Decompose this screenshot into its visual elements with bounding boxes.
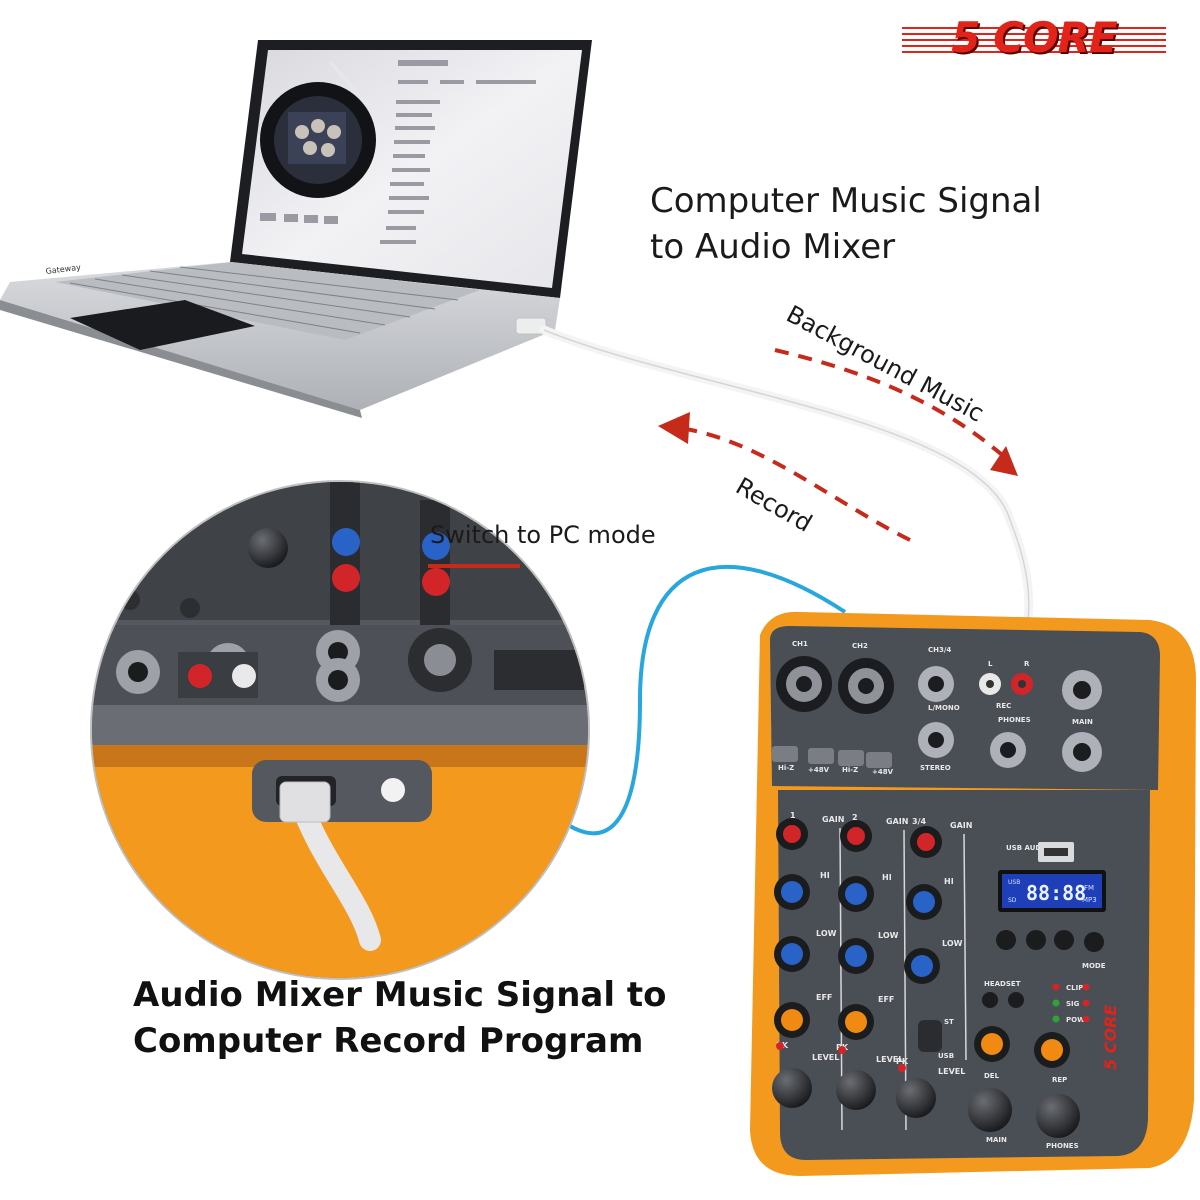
svg-text:88:88: 88:88 [1026,881,1086,905]
svg-text:LOW: LOW [942,939,963,948]
svg-text:USB AUDIO: USB AUDIO [1006,844,1050,852]
svg-text:LEVEL: LEVEL [812,1053,839,1062]
svg-text:EFF: EFF [878,995,894,1004]
svg-text:REC: REC [996,702,1011,710]
svg-text:GAIN: GAIN [886,817,908,826]
knobs-ch34 [896,826,942,1118]
svg-text:CH3/4: CH3/4 [928,646,951,654]
svg-text:PK: PK [896,1057,909,1066]
svg-text:CLIP: CLIP [1066,984,1083,992]
laptop: Gateway [0,40,592,418]
caption-line: Computer Record Program [133,1021,644,1061]
svg-text:HI: HI [820,871,830,880]
svg-text:GAIN: GAIN [822,815,844,824]
svg-text:GAIN: GAIN [950,821,972,830]
logo-stripes [902,27,1166,53]
knobs-ch1 [772,818,812,1108]
svg-text:PHONES: PHONES [998,716,1031,724]
svg-text:HEADSET: HEADSET [984,980,1021,988]
svg-text:HI: HI [882,873,892,882]
svg-text:MODE: MODE [1082,962,1106,970]
svg-text:3/4: 3/4 [912,817,926,826]
jack-phones [990,732,1026,768]
caption-line: Computer Music Signal [650,181,1042,221]
album-vinyl [260,61,376,198]
rca-rec-l [979,673,1001,695]
svg-text:Hi-Z: Hi-Z [778,764,794,772]
svg-text:SIG: SIG [1066,1000,1080,1008]
svg-text:Hi-Z: Hi-Z [842,766,858,774]
svg-text:LOW: LOW [816,929,837,938]
svg-text:REP: REP [1052,1076,1067,1084]
svg-text:CH1: CH1 [792,640,808,648]
svg-text:SD: SD [1008,897,1017,904]
caption-computer-to-mixer: Computer Music Signal to Audio Mixer [650,178,1042,270]
svg-text:PHONES: PHONES [1046,1142,1079,1150]
caption-mixer-to-computer: Audio Mixer Music Signal to Computer Rec… [133,972,666,1064]
xlr-jack-ch2 [838,658,894,714]
jack-ch3-r [918,722,954,758]
svg-text:POW: POW [1066,1016,1085,1024]
caption-line: Audio Mixer Music Signal to [133,975,667,1015]
svg-text:LOW: LOW [878,931,899,940]
svg-text:MP3: MP3 [1082,896,1097,904]
svg-text:L: L [988,660,993,668]
touchpad [70,300,255,350]
rca-rec-r [1011,673,1033,695]
svg-text:MAIN: MAIN [1072,718,1093,726]
label-switch-to-pc: Switch to PC mode [430,521,656,549]
knobs-ch2 [836,820,876,1110]
brand-logo-text: 5 CORE [951,13,1117,62]
laptop-brand: Gateway [45,263,81,276]
svg-text:ST: ST [944,1018,954,1026]
svg-text:CH2: CH2 [852,642,868,650]
svg-text:+48V: +48V [872,768,894,776]
svg-text:LEVEL: LEVEL [938,1067,965,1076]
svg-text:FM: FM [1084,884,1094,892]
jack-main-r [1062,732,1102,772]
song-list [260,60,536,244]
svg-text:1: 1 [790,811,796,820]
jack-ch3-l [918,666,954,702]
svg-text:R: R [1024,660,1030,668]
mixer-logo: 5 CORE [1101,1005,1120,1070]
svg-text:+48V: +48V [808,766,830,774]
xlr-jack-ch1 [776,656,832,712]
svg-text:USB: USB [938,1052,954,1060]
svg-text:USB: USB [1008,879,1020,886]
zoom-connector-cable [526,564,847,836]
jack-main-l [1062,670,1102,710]
brand-logo: 5 CORE [898,14,1170,62]
arrow-background-music [774,348,1018,476]
svg-text:L/MONO: L/MONO [928,704,960,712]
lcd-display: USB SD 88:88 FM MP3 [998,870,1106,912]
usb-cable-white-edge [543,329,1030,623]
svg-text:DEL: DEL [984,1072,1000,1080]
zoom-detail [90,480,590,980]
arrow-record [658,412,911,542]
svg-text:2: 2 [852,813,858,822]
keyboard [69,266,459,334]
svg-text:LEVEL: LEVEL [876,1055,903,1064]
caption-line: to Audio Mixer [650,227,896,267]
svg-text:EFF: EFF [816,993,832,1002]
svg-text:HI: HI [944,877,954,886]
svg-text:STEREO: STEREO [920,764,951,772]
svg-text:MAIN: MAIN [986,1136,1007,1144]
audio-mixer: CH1 CH2 CH3/4 L/MONO STEREO L R REC PHON… [750,611,1196,1176]
